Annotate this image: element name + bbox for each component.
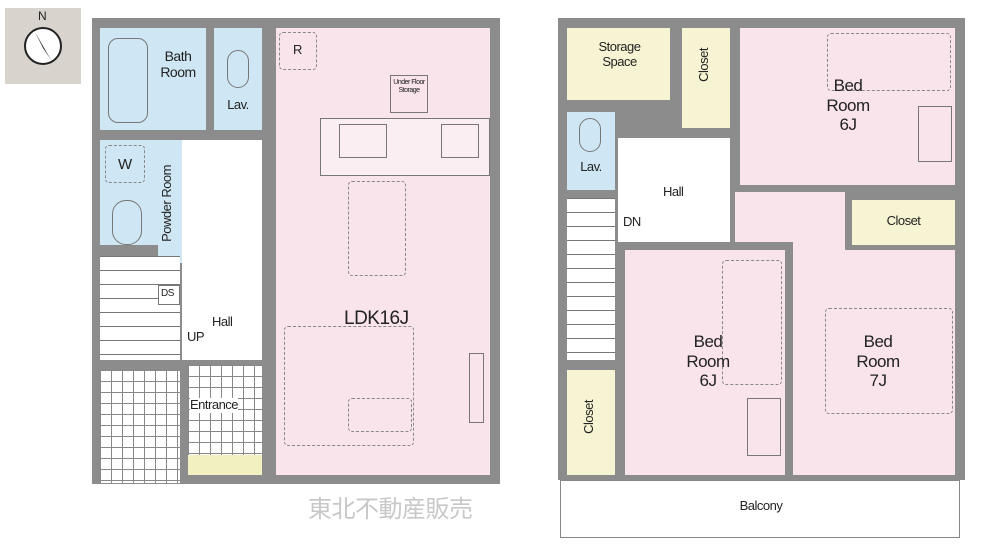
stairs-2f bbox=[567, 198, 615, 360]
compass: N bbox=[5, 8, 81, 84]
balcony-label: Balcony bbox=[739, 498, 783, 513]
storage-space-label: Storage Space bbox=[598, 39, 641, 69]
ldk: R Under Floor Storage LDK16J bbox=[276, 28, 490, 475]
compass-icon bbox=[24, 27, 62, 65]
bed bbox=[827, 33, 951, 91]
bathtub bbox=[108, 38, 148, 123]
closet-top: Closet bbox=[682, 28, 730, 128]
hall-1f: Hall UP bbox=[182, 140, 262, 360]
sofa bbox=[284, 326, 414, 446]
dn-label: DN bbox=[623, 214, 641, 229]
sink-icon bbox=[112, 200, 142, 245]
watermark: 東北不動産販売 bbox=[308, 496, 473, 523]
bath-room-label: Bath Room bbox=[160, 48, 196, 81]
toilet-icon bbox=[579, 118, 601, 152]
closet-left: Closet bbox=[567, 370, 615, 475]
stairs-1f bbox=[100, 256, 180, 360]
refrigerator-icon: R bbox=[279, 32, 317, 70]
closet-right: Closet bbox=[852, 200, 955, 245]
coffee-table bbox=[348, 398, 412, 432]
ds-box: DS bbox=[158, 285, 180, 305]
bedroom-top: Bed Room 6J bbox=[740, 28, 955, 185]
washer-icon: W bbox=[105, 145, 145, 183]
tv-stand bbox=[469, 353, 484, 423]
entrance: Entrance bbox=[188, 365, 262, 455]
entrance-step bbox=[188, 455, 262, 475]
bedroom-left: Bed Room 6J bbox=[625, 250, 785, 475]
kitchen-counter bbox=[320, 118, 490, 176]
up-label: UP bbox=[187, 329, 205, 344]
lav-1f-label: Lav. bbox=[227, 97, 249, 112]
bed bbox=[722, 260, 782, 385]
lav-1f: Lav. bbox=[214, 28, 262, 130]
hall-2f: Hall DN bbox=[618, 138, 730, 242]
hall-1f-label: Hall bbox=[212, 314, 233, 329]
bed bbox=[825, 308, 953, 414]
storage-space: Storage Space bbox=[567, 28, 670, 100]
stove-icon bbox=[441, 124, 479, 158]
balcony: Balcony bbox=[560, 480, 960, 538]
bath-room: Bath Room bbox=[100, 28, 206, 130]
north-label: N bbox=[38, 9, 47, 23]
toilet-icon bbox=[227, 50, 249, 88]
lav-2f: Lav. bbox=[567, 112, 615, 190]
sink-icon bbox=[339, 124, 387, 158]
powder-room-label: Powder Room bbox=[159, 165, 174, 242]
desk bbox=[747, 398, 781, 456]
entrance-storage bbox=[100, 370, 180, 483]
dining-table bbox=[348, 181, 406, 276]
desk bbox=[918, 106, 952, 162]
under-floor-storage: Under Floor Storage bbox=[390, 75, 428, 113]
entrance-label: Entrance bbox=[190, 397, 239, 413]
ldk-label: LDK16J bbox=[344, 308, 409, 329]
